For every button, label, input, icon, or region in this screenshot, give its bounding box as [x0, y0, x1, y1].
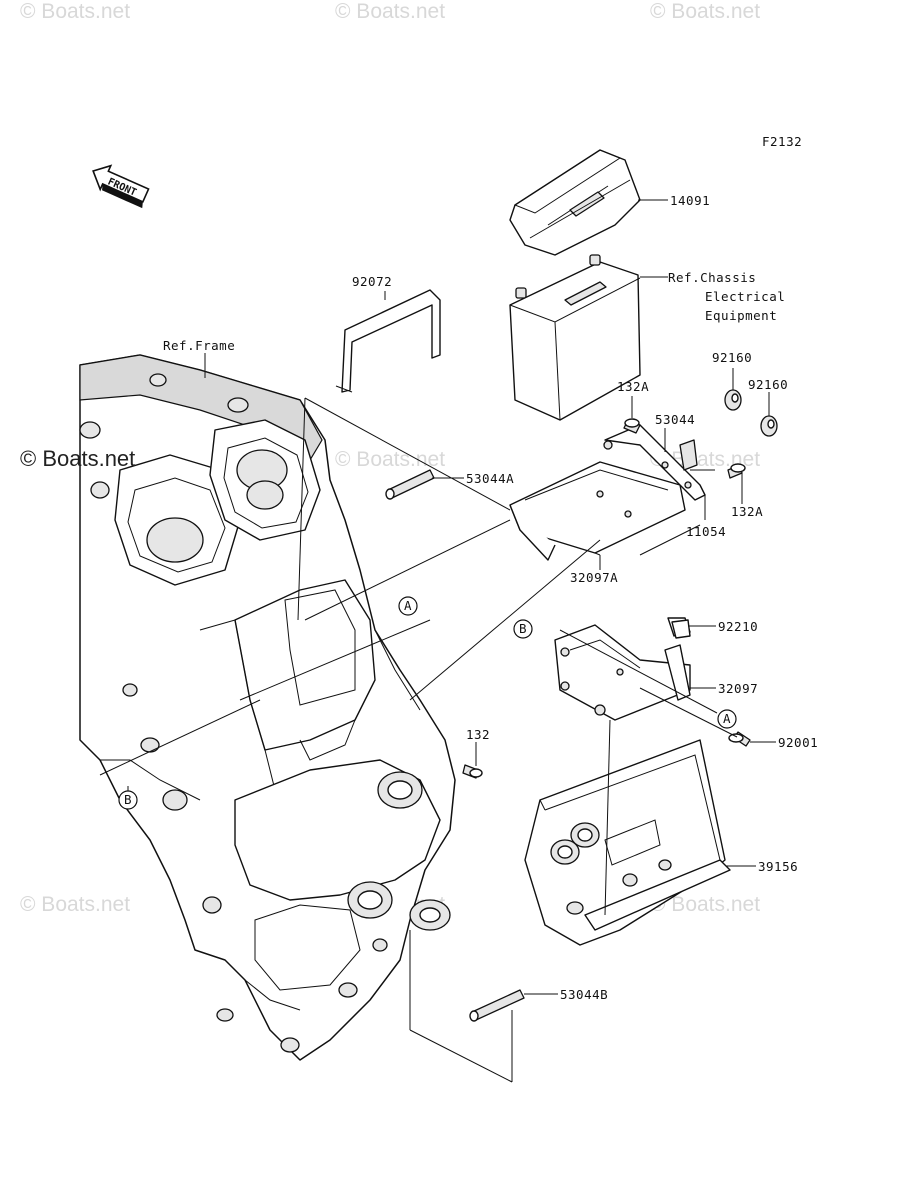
part-label-32097a: 32097A	[570, 570, 618, 585]
part-label-11054: 11054	[686, 524, 726, 539]
part-label-92210: 92210	[718, 619, 758, 634]
part-label-132a: 132A	[617, 379, 649, 394]
bolt-132a-right	[727, 463, 746, 479]
part-label-53044a: 53044A	[466, 471, 514, 486]
part-label-32097: 32097	[718, 681, 758, 696]
part-label-14091: 14091	[670, 193, 710, 208]
bolt-132	[462, 764, 483, 779]
battery-cover	[509, 149, 641, 256]
ref-frame-label: Ref.Frame	[163, 338, 235, 353]
part-label-132a: 132A	[731, 504, 763, 519]
bolt-132a-top	[623, 418, 641, 434]
bolt-92001	[728, 731, 751, 747]
callout-b-right: B	[513, 619, 533, 639]
part-label-92001: 92001	[778, 735, 818, 750]
front-arrow-icon: FRONT	[92, 164, 150, 209]
svg-text:B: B	[519, 621, 527, 636]
part-label-92072: 92072	[352, 274, 392, 289]
svg-text:A: A	[404, 598, 412, 613]
svg-text:A: A	[723, 711, 731, 726]
svg-text:B: B	[124, 792, 132, 807]
part-label-53044b: 53044B	[560, 987, 608, 1002]
grommet-92160a	[724, 389, 742, 411]
battery-tray	[524, 739, 731, 946]
callout-a-right: A	[717, 709, 737, 729]
watermark: © Boats.net	[20, 893, 130, 916]
clip-92210	[671, 619, 691, 639]
battery-bracket-lower	[554, 617, 691, 721]
watermark: © Boats.net	[650, 0, 760, 23]
part-label-92160: 92160	[748, 377, 788, 392]
battery	[509, 254, 641, 421]
diagram-code: F2132	[762, 134, 802, 149]
leader-lines	[99, 199, 776, 1083]
watermark: © Boats.net	[650, 893, 760, 916]
frame-assembly	[79, 354, 456, 1061]
ref-chassis-label-line3: Equipment	[705, 308, 777, 323]
ref-chassis-label-line2: Electrical	[705, 289, 785, 304]
battery-strap	[335, 289, 441, 393]
watermark: © Boats.net	[20, 0, 130, 23]
pin-53044b	[469, 989, 525, 1022]
callout-b-lower: B	[118, 790, 138, 810]
ref-chassis-label: Ref.Chassis	[668, 270, 756, 285]
battery-case-upper	[509, 424, 706, 561]
watermark: © Boats.net	[335, 0, 445, 23]
watermark: © Boats.net	[335, 448, 445, 471]
part-label-53044: 53044	[655, 412, 695, 427]
spacer-53044	[679, 439, 698, 471]
pin-53044a	[385, 469, 435, 500]
part-label-92160: 92160	[712, 350, 752, 365]
watermark-prominent: © Boats.net	[20, 446, 135, 471]
part-label-39156: 39156	[758, 859, 798, 874]
grommet-92160b	[760, 415, 778, 437]
callout-a-upper: A	[398, 596, 418, 616]
part-label-132: 132	[466, 727, 490, 742]
